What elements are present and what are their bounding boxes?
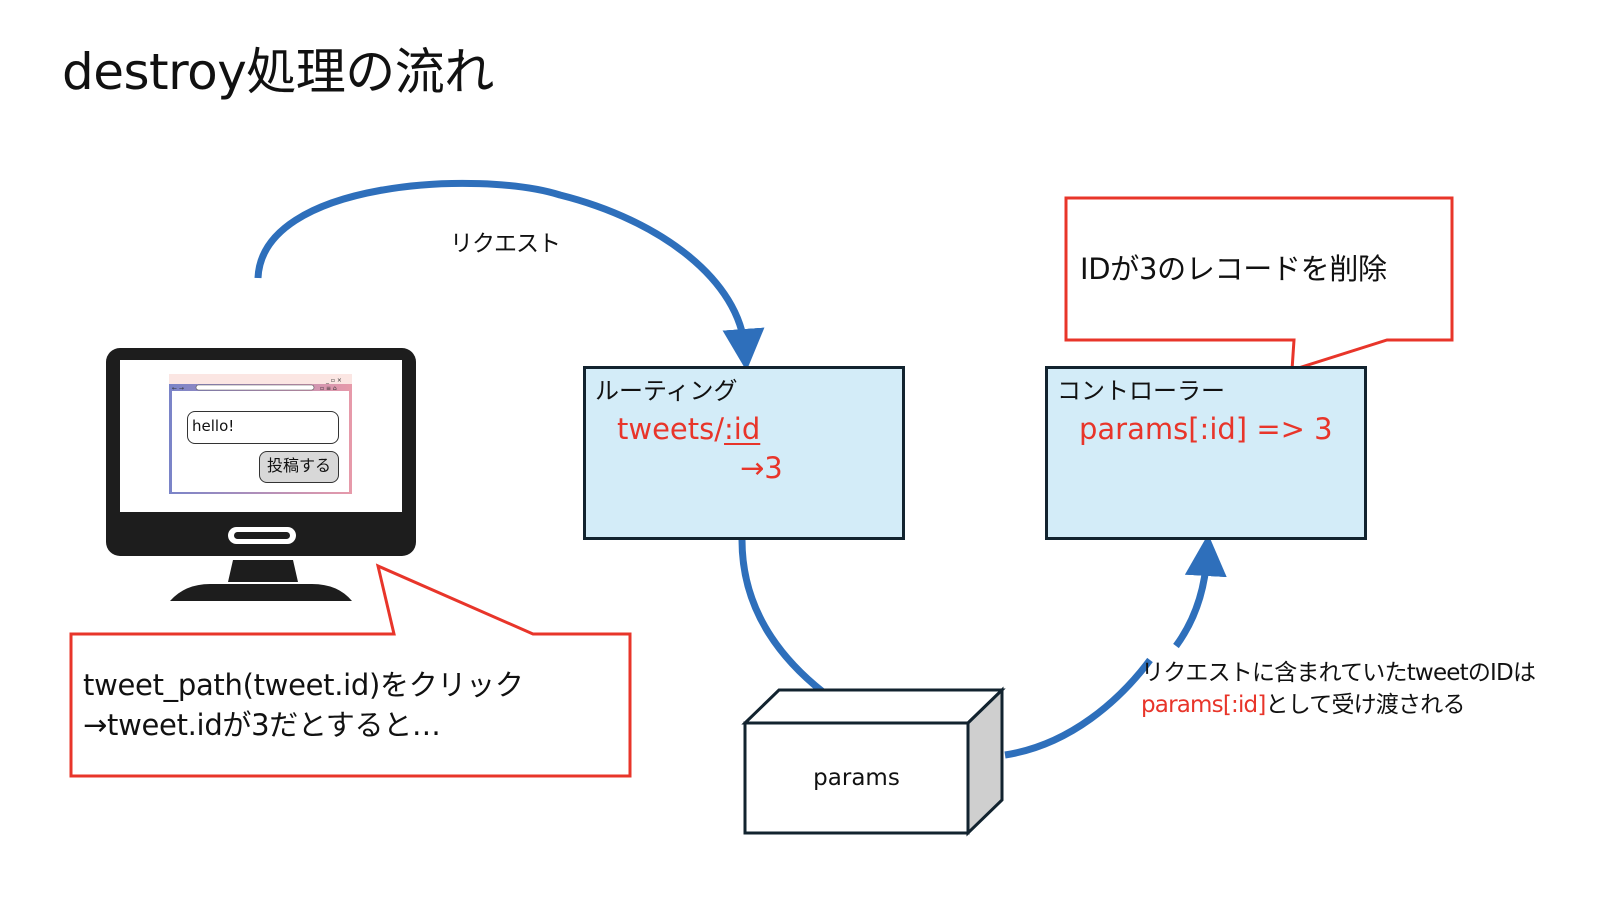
routing-to-params-line: [738, 539, 826, 695]
delete-callout-shape: [1064, 196, 1454, 373]
params-note-rest: として受け渡される: [1265, 692, 1466, 718]
params-to-controller-arrow: [1004, 657, 1153, 759]
submit-post-button[interactable]: 投稿する: [259, 451, 339, 483]
controller-node: コントローラー params[:id] => 3: [1045, 366, 1367, 540]
params-label: params: [813, 765, 900, 791]
params-box-shape: [741, 686, 1006, 837]
routing-path-param: :id: [724, 412, 761, 446]
delete-callout-text: IDが3のレコードを削除: [1080, 252, 1387, 286]
toolbar-icons: ▫ ≡ ⌂: [320, 385, 337, 392]
routing-path: tweets/:id: [617, 411, 760, 447]
request-label: リクエスト: [450, 231, 561, 257]
params-to-controller-arrow-upper: [1173, 534, 1227, 649]
params-note-highlight: params[:id]: [1141, 692, 1266, 718]
params-note-line1: リクエストに含まれていたtweetのIDは: [1141, 660, 1536, 686]
params-note-line2: params[:id]として受け渡される: [1141, 689, 1465, 721]
click-callout-shape: [69, 563, 632, 778]
window-controls: _ ▫ ×: [325, 377, 342, 384]
page-title: destroy処理の流れ: [62, 43, 494, 101]
routing-path-prefix: tweets/: [617, 412, 725, 446]
click-callout-line2: →tweet.idが3だとすると…: [83, 708, 441, 742]
routing-title: ルーティング: [595, 377, 738, 405]
back-arrow-icon: ← →: [172, 385, 184, 392]
controller-title: コントローラー: [1057, 377, 1225, 405]
request-arrow: [254, 179, 765, 371]
routing-resolved-value: →3: [740, 451, 783, 485]
click-callout-line1: tweet_path(tweet.id)をクリック: [83, 668, 524, 702]
controller-code: params[:id] => 3: [1079, 412, 1333, 446]
tweet-text-input[interactable]: hello!: [187, 411, 339, 444]
routing-node: ルーティング tweets/:id →3: [583, 366, 905, 540]
